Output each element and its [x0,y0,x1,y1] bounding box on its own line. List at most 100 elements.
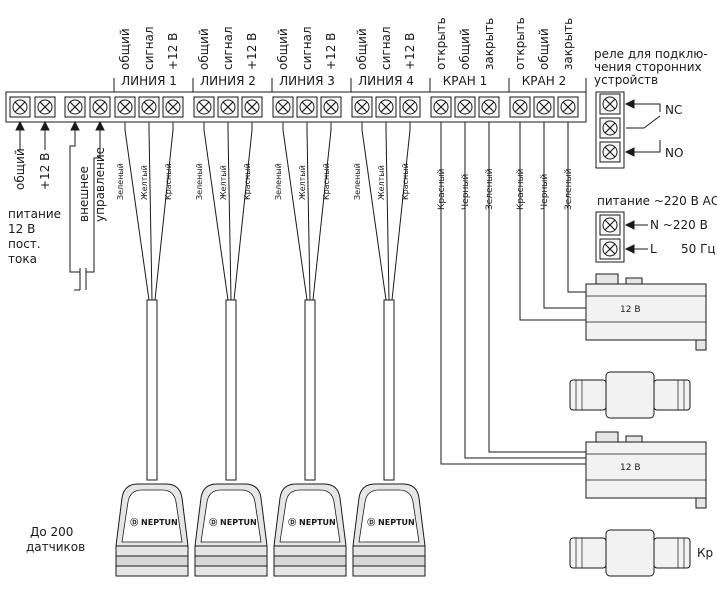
sensor-wire-label: Желтый [219,165,228,200]
valve-1-actuator: 12 В [569,431,707,577]
pin-label: +12 В [245,33,259,70]
mains-freq: 50 Гц [681,242,716,256]
relay: реле для подклю- чения сторонних устройс… [594,47,708,169]
valve1-wire-label: Красный [437,168,447,210]
pin-label: общий [458,28,472,70]
actuator-voltage: 12 В [620,305,641,315]
relay-nc-label: NC [665,103,682,117]
ext-control-label: управление [93,147,107,222]
sensor-cable [146,299,158,481]
water-sensor: Ⓓ NEPTUN [352,483,426,577]
pin-label: открыть [513,17,527,70]
sensor-wire [306,122,311,301]
actuator-voltage: 12 В [620,463,641,473]
mains-caption: питание ~220 В АС [597,194,717,208]
relay-caption: устройств [594,73,658,87]
sensor-wire-label: Желтый [140,165,149,200]
valve1-wire-label: Черный [461,174,471,210]
pin-label: общий [118,28,132,70]
terminal-screw [399,96,421,118]
terminal-screw [296,96,318,118]
sensor-wire [203,122,229,301]
terminal-screw [89,96,111,118]
pin-label: общий [197,28,211,70]
sensor-cable [304,299,316,481]
sensor-cable [383,299,395,481]
sensor-brand: Ⓓ NEPTUN [367,517,414,527]
terminal-screw [351,96,373,118]
power-caption: пост. [8,237,41,251]
line2-label: ЛИНИЯ 2 [200,74,256,88]
terminal-screw [272,96,294,118]
sensor-wire-label: Красный [164,163,173,200]
terminal-screw [138,96,160,118]
sensor-wire-label: Зеленый [116,163,125,200]
sensor-wire [154,122,174,301]
power-common-label: общий [13,148,27,190]
line4-label: ЛИНИЯ 4 [358,74,414,88]
pin-label: сигнал [379,26,393,70]
valve-wires [440,122,586,465]
sensor-wire [391,122,411,301]
sensor-wire [148,122,153,301]
sensors-caption: До 200 [30,525,73,539]
terminal-screw [533,96,555,118]
power-caption: тока [8,252,37,266]
sensor-wire [233,122,253,301]
ext-control-label: внешнее [77,166,91,222]
relay-no-label: NO [665,146,683,160]
sensor-wire-label: Зеленый [195,163,204,200]
pin-label: общий [537,28,551,70]
sensor-wire-label: Желтый [298,165,307,200]
mains-input: питание ~220 В АС N ~220 В L 50 Гц [595,194,717,263]
relay-caption: чения сторонних [594,60,702,74]
terminal-screws [9,96,579,118]
terminal-screw [430,96,452,118]
sensor-wire-label: Красный [243,163,252,200]
pin-label: общий [355,28,369,70]
sensor-wires [124,122,411,481]
pin-label: сигнал [300,26,314,70]
sensor-wire-labels: Зеленый Желтый Красный Зеленый Желтый Красный… [116,163,410,200]
water-sensor: Ⓓ NEPTUN [115,483,189,577]
power-plus-label: +12 В [38,153,52,190]
sensor-wire [124,122,150,301]
terminal-screw [34,96,56,118]
power-caption: 12 В [8,222,35,236]
valve2-wire-label: Зеленый [564,168,574,210]
terminal-screw [454,96,476,118]
sensor-wire-label: Зеленый [274,163,283,200]
terminal-screw [320,96,342,118]
sensor-wire [282,122,308,301]
terminal-screw [478,96,500,118]
valve1-wire-label: Зеленый [485,168,495,210]
pin-label: сигнал [142,26,156,70]
external-control: внешнее управление [69,120,107,291]
terminal-screw [557,96,579,118]
sensor-brand: Ⓓ NEPTUN [130,517,177,527]
pin-label: общий [276,28,290,70]
valve1-label: КРАН 1 [443,74,487,88]
terminal-screw [509,96,531,118]
power-input: общий +12 В питание 12 В пост. тока [8,120,61,266]
terminal-screw [114,96,136,118]
mains-n-label: N ~220 В [650,218,708,232]
pin-label: закрыть [561,18,575,70]
terminal-block [5,91,587,123]
terminal-screw [241,96,263,118]
sensor-cable [225,299,237,481]
sensor-wire [385,122,390,301]
terminal-screw [162,96,184,118]
mains-l-label: L [650,242,657,256]
sensor-brand: Ⓓ NEPTUN [209,517,256,527]
valve-wire-labels: Красный Черный Зеленый Красный Черный Зе… [437,168,574,210]
relay-caption: реле для подклю- [594,47,708,61]
line1-label: ЛИНИЯ 1 [121,74,177,88]
pin-label: +12 В [403,33,417,70]
terminal-screw [217,96,239,118]
sensor-wire-label: Желтый [377,165,386,200]
sensor-wire-label: Зеленый [353,163,362,200]
sensors-caption: датчиков [26,540,85,554]
